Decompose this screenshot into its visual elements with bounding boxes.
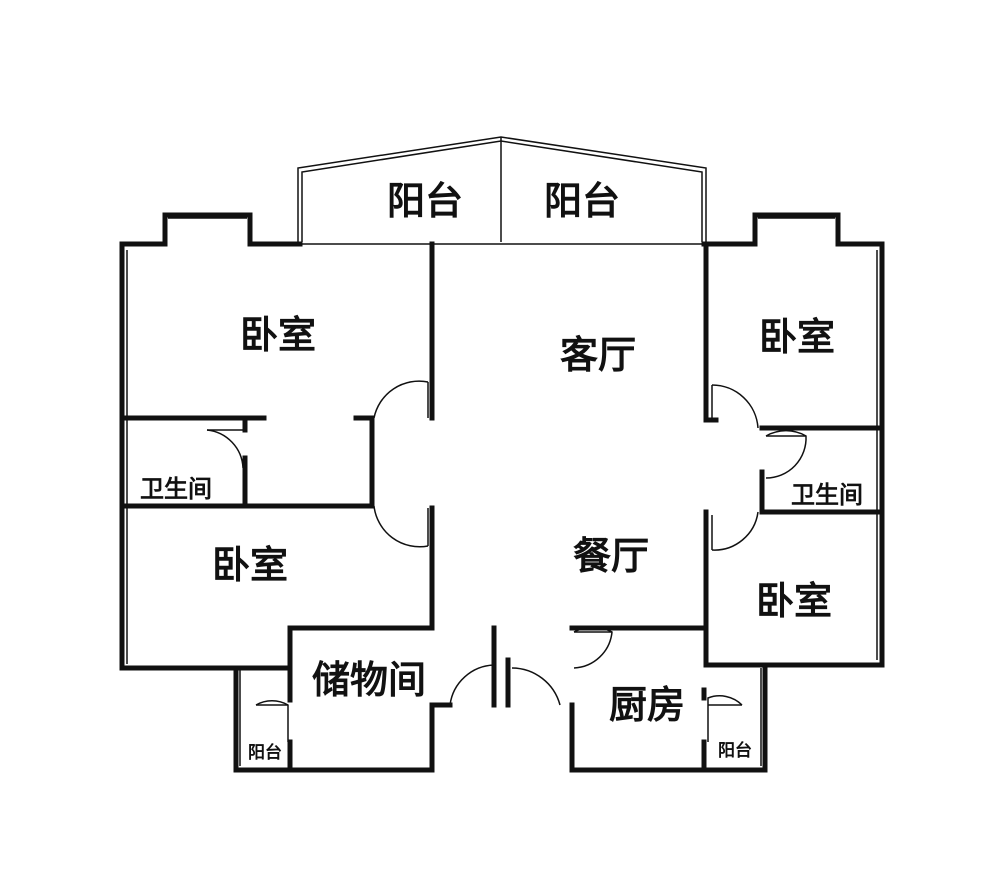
label-living-room: 客厅 xyxy=(560,333,636,377)
label-dining-room: 餐厅 xyxy=(573,534,649,578)
outer-walls xyxy=(119,212,885,773)
label-bathroom-left: 卫生间 xyxy=(140,475,212,503)
label-bedroom-mid-right: 卧室 xyxy=(756,579,832,623)
outer-wall-inner-lines xyxy=(126,217,878,766)
door-swing xyxy=(206,429,244,469)
label-bathroom-right: 卫生间 xyxy=(791,481,863,509)
door-swing xyxy=(511,667,561,706)
label-balcony-top-right: 阳台 xyxy=(544,179,620,223)
label-bedroom-top-right: 卧室 xyxy=(759,315,835,359)
room-labels: 阳台 阳台 卧室 客厅 卧室 卫生间 卫生间 卧室 餐厅 卧室 储物间 厨房 阳… xyxy=(140,179,863,763)
door-swing xyxy=(373,505,429,548)
door-swing xyxy=(449,664,495,706)
label-balcony-top-left: 阳台 xyxy=(387,179,463,223)
label-balcony-bottom-right: 阳台 xyxy=(718,740,752,761)
door-swing xyxy=(765,429,807,479)
door-swing xyxy=(255,699,289,742)
door-swing xyxy=(373,380,429,419)
door-swing xyxy=(707,695,743,742)
label-kitchen: 厨房 xyxy=(609,683,685,727)
door-swing xyxy=(711,511,759,551)
doors xyxy=(206,380,807,742)
label-bedroom-mid-left: 卧室 xyxy=(212,543,288,587)
label-bedroom-top-left: 卧室 xyxy=(240,313,316,357)
interior-walls xyxy=(119,241,885,773)
label-storage-room: 储物间 xyxy=(312,658,426,702)
door-swing xyxy=(573,626,613,669)
top-balcony-outline xyxy=(297,136,707,245)
label-balcony-bottom-left: 阳台 xyxy=(248,742,282,763)
door-swing xyxy=(711,384,759,429)
